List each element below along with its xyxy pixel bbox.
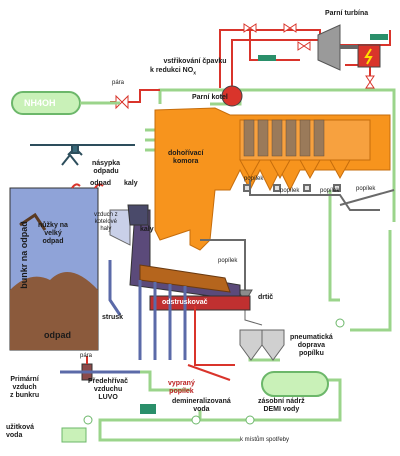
feeder-hopper <box>127 204 149 226</box>
label-pneumaticka: pneumatická doprava popílku <box>290 334 333 357</box>
label-odstruskovac: odstruskovač <box>162 299 208 306</box>
demi-unit <box>140 404 156 414</box>
slag-discharge <box>187 306 235 381</box>
valves <box>115 23 375 110</box>
label-demineralizovana: demineralizovaná voda <box>172 398 231 413</box>
feed-arrows <box>71 183 104 189</box>
steam-turbine <box>258 24 388 71</box>
ash-silos <box>239 302 285 361</box>
label-popilek-1: popílek <box>244 176 264 182</box>
label-kaly-top: kaly <box>124 180 138 187</box>
tube-bundles <box>243 119 325 157</box>
grate-furnace <box>109 209 251 311</box>
label-parni-kotel: Parní kotel <box>192 94 228 101</box>
label-vzduch-kotel: vzduch z kotelové haly <box>94 212 118 232</box>
label-odpad-bunkr: odpad <box>44 330 71 340</box>
ash-conveyor <box>200 180 395 300</box>
label-uzitkova: užitková voda <box>6 424 35 439</box>
waste-bunker <box>9 187 99 351</box>
label-vypranny: vypraný popílek <box>168 380 195 395</box>
nh4oh-tank <box>11 91 120 115</box>
label-nasypka: násypka odpadu <box>92 160 121 175</box>
luvo-heater <box>60 356 140 381</box>
demi-tank <box>261 371 329 397</box>
label-para-bottom: pára <box>80 353 93 359</box>
ash-hoppers <box>239 159 351 180</box>
label-k-redukci: k redukci NOx <box>150 67 196 77</box>
label-bunkr: bunkr na odpad <box>18 221 29 289</box>
label-odpad-top: odpad <box>90 180 111 187</box>
label-popilek-2: popílek <box>280 188 300 194</box>
label-vstrikovani: vstřikování čpavku <box>163 58 227 65</box>
label-zasobni: zásobní nádrž DEMI vody <box>258 398 305 413</box>
label-popilek-3: popílek <box>320 188 340 194</box>
label-k-mistum: k místům spotřeby <box>240 437 290 443</box>
label-para-top: pára <box>112 80 125 86</box>
label-nuzky: nůžky na velký odpad <box>38 222 68 245</box>
label-nh4oh: NH4OH <box>24 98 56 108</box>
primary-air-ducts <box>108 260 187 360</box>
service-water-tank <box>61 427 87 443</box>
label-parni-turbina: Parní turbína <box>325 10 369 17</box>
label-kaly-mid: kaly <box>140 226 154 233</box>
label-predehrivac: Předehřívač vzduchu LUVO <box>88 378 129 401</box>
label-drtic: drtič <box>258 294 274 301</box>
label-popilek-5: popílek <box>218 258 238 264</box>
steam-drum <box>221 85 243 107</box>
label-dohorivaci: dohořívací komora <box>168 150 204 165</box>
hand-valves <box>83 318 345 425</box>
label-popilek-4: popílek <box>356 186 376 192</box>
label-strusk: strusk <box>102 314 124 321</box>
crane <box>30 144 135 166</box>
label-primarni: Primární vzduch z bunkru <box>10 376 40 399</box>
